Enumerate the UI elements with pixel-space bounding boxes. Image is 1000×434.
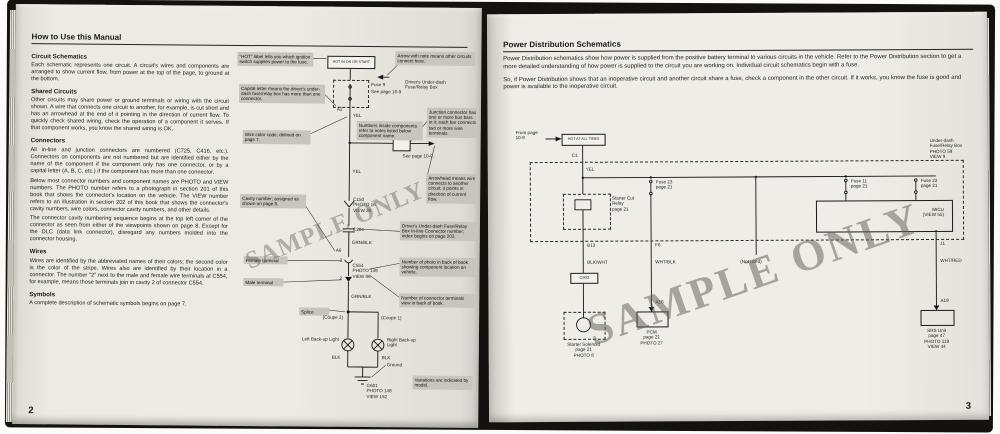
srs-unit-box xyxy=(920,309,955,327)
hot-label-box: HOT AT ALL TIMES xyxy=(561,133,606,146)
label-grnblk-1: GRN/BLK xyxy=(351,239,372,246)
callout-capital-letter: Capital letter means the driver's under-… xyxy=(238,83,326,104)
heading-symbols: Symbols xyxy=(29,290,56,298)
label-see-page-fuse: See page 10-9 xyxy=(371,89,402,95)
wiring-lines xyxy=(279,58,435,385)
left-page-title: How to Use this Manual xyxy=(31,32,468,48)
view-number: VIEW 9 xyxy=(929,153,946,159)
callout-male-terminal: Male terminal xyxy=(243,277,284,287)
view-number: VIEW 44 xyxy=(927,343,946,349)
relay-name: Starter Cut Relay xyxy=(611,195,635,206)
callout-arrowhead: Arrowhead means wire connects to another… xyxy=(426,173,479,205)
right-intro-text: Power Distribution schematics show how p… xyxy=(503,54,961,98)
label-whtblk: WHT/BLK xyxy=(655,259,676,265)
callout-cavity-number: Cavity number; assigned as shown on page… xyxy=(240,193,307,209)
para-connectors-3: The connector cavity numbering sequence … xyxy=(29,215,228,243)
para-symbols: A complete description of schematic symb… xyxy=(29,299,187,308)
heading-circuit-schematics: Circuit Schematics xyxy=(31,53,88,61)
label-b13: B13 xyxy=(587,242,596,248)
right-page: Power Distribution Schematics Power Dist… xyxy=(486,11,990,423)
power-distribution-para-2: So, if Power Distribution shows that an … xyxy=(503,74,962,91)
label-under-dash-box: Under-dash Fuse/Relay Box PHOTO 59 VIEW … xyxy=(930,138,974,159)
label-a19: A19 xyxy=(940,297,949,303)
fuse-relay-box-outline xyxy=(332,79,370,109)
fuse-page-ref: page 21 xyxy=(850,183,868,189)
label-grnblk-2: GRN/BLK xyxy=(351,293,372,300)
para-wires: Wires are identified by the abbreviated … xyxy=(29,257,228,287)
label-ground: Ground xyxy=(386,362,403,368)
label-c554: C554 PHOTO 149 VIEW 86 xyxy=(352,263,377,279)
callout-wire-color-code: Wire color code; defined on page 7. xyxy=(242,129,311,145)
para-connectors-2: Below most connector numbers and compone… xyxy=(30,177,229,214)
label-left-backup-light: Left Back-up Light xyxy=(301,336,339,342)
callout-junction-connector: Junction connector has one or more bus b… xyxy=(426,107,479,139)
callout-arrow-note: Arrow with note means other circuits con… xyxy=(395,51,476,66)
label-coupe-1: (Coupe 1) xyxy=(381,315,402,321)
callout-numbers-inside: Numbers inside components refer to notes… xyxy=(356,120,423,141)
label-from-page: From page 10-9 xyxy=(515,130,538,141)
photo-number: PHOTO 148 xyxy=(366,388,392,394)
photo-number: PHOTO 149 xyxy=(352,268,378,274)
para-shared-circuits: Other circuits may share power or ground… xyxy=(30,97,230,133)
label-g601: G601 PHOTO 148 VIEW 152 xyxy=(366,383,391,399)
heading-wires: Wires xyxy=(29,248,47,256)
right-page-title: Power Distribution Schematics xyxy=(503,37,974,53)
view-number: VIEW 152 xyxy=(366,393,388,399)
label-a6: A6 xyxy=(335,247,342,253)
heading-connectors: Connectors xyxy=(30,137,66,145)
label-blk-1: BLK xyxy=(331,354,341,360)
heading-shared-circuits: Shared Circuits xyxy=(31,88,77,96)
label-yel-1: YEL xyxy=(352,112,362,118)
label-j1: J1 xyxy=(940,240,946,246)
example-circuit-diagram: HOT IN ON OR START "HOT" label tells you… xyxy=(234,50,479,418)
starter-cut-relay-outline xyxy=(562,193,612,230)
callout-photo-number: Number of photo in back of book showing … xyxy=(399,257,476,278)
fuse-page-ref: page 21 xyxy=(655,184,673,190)
right-page-number: 3 xyxy=(965,400,972,412)
label-a2: A2 xyxy=(336,106,343,112)
callout-view-number: Number of connector terminals view in ba… xyxy=(399,293,476,308)
left-page: How to Use this Manual Circuit Schematic… xyxy=(12,3,482,429)
box-name: Under-dash Fuse/Relay Box xyxy=(929,137,963,149)
label-cavity-2-female: 2 xyxy=(339,257,343,263)
label-srs-unit: SRS Unit page 47 PHOTO 119 VIEW 44 xyxy=(913,328,961,349)
label-fuse-11: Fuse 11 page 21 xyxy=(851,178,868,189)
connector-c903: C903 xyxy=(570,272,599,284)
view-number: VIEW 86 xyxy=(352,273,371,279)
label-see-page-junction: See page 10-9. xyxy=(402,153,434,159)
left-text-column: Circuit Schematics Each schematic repres… xyxy=(29,48,229,312)
label-drivers-fuse-relay-box: Driver's Under-dash Fuse/Relay Box xyxy=(405,79,446,90)
label-starter-cut-relay: Starter Cut Relay page 21 xyxy=(612,196,642,212)
label-blk-2: BLK xyxy=(381,355,391,361)
para-circuit-schematics: Each schematic represents one circuit. A… xyxy=(31,62,230,83)
callout-hot-label: "HOT" label tells you which ignition swi… xyxy=(237,51,314,67)
fuse-page-ref: page 21 xyxy=(920,183,938,189)
label-coupe-2: (Coupe 2) xyxy=(322,314,344,320)
label-fuse-22: Fuse 22 page 21 xyxy=(921,178,938,189)
hot-label-box: HOT IN ON OR START xyxy=(327,55,376,70)
label-cavity-2-male: 2 xyxy=(339,275,343,281)
label-right-backup-light: Right Back-up Light xyxy=(386,337,416,348)
callout-variations: Variations are indicated by model. xyxy=(412,375,473,390)
label-fuse-9: Fuse 9 xyxy=(371,82,386,88)
label-whtred: WHT/RED xyxy=(940,257,962,263)
wiring-lines xyxy=(545,136,940,333)
label-yel-2: YEL xyxy=(352,168,362,174)
relay-page-ref: page 21 xyxy=(611,206,629,212)
label-fuse-23: Fuse 23 page 21 xyxy=(656,179,673,190)
label-f6: F6 xyxy=(655,242,661,248)
para-connectors-1: All in-line and junction connectors are … xyxy=(30,146,229,176)
label-blkwht: BLK/WHT xyxy=(587,259,608,265)
label-c1: C1 xyxy=(571,152,578,158)
left-page-number: 2 xyxy=(28,405,34,417)
power-distribution-para-1: Power Distribution schematics show how p… xyxy=(503,53,962,71)
power-distribution-diagram: From page 10-9 HOT AT ALL TIMES C1 YEL S… xyxy=(515,108,979,410)
callout-inline-connector: Driver's Under-dash Fuse/Relay Box In-li… xyxy=(399,221,476,242)
